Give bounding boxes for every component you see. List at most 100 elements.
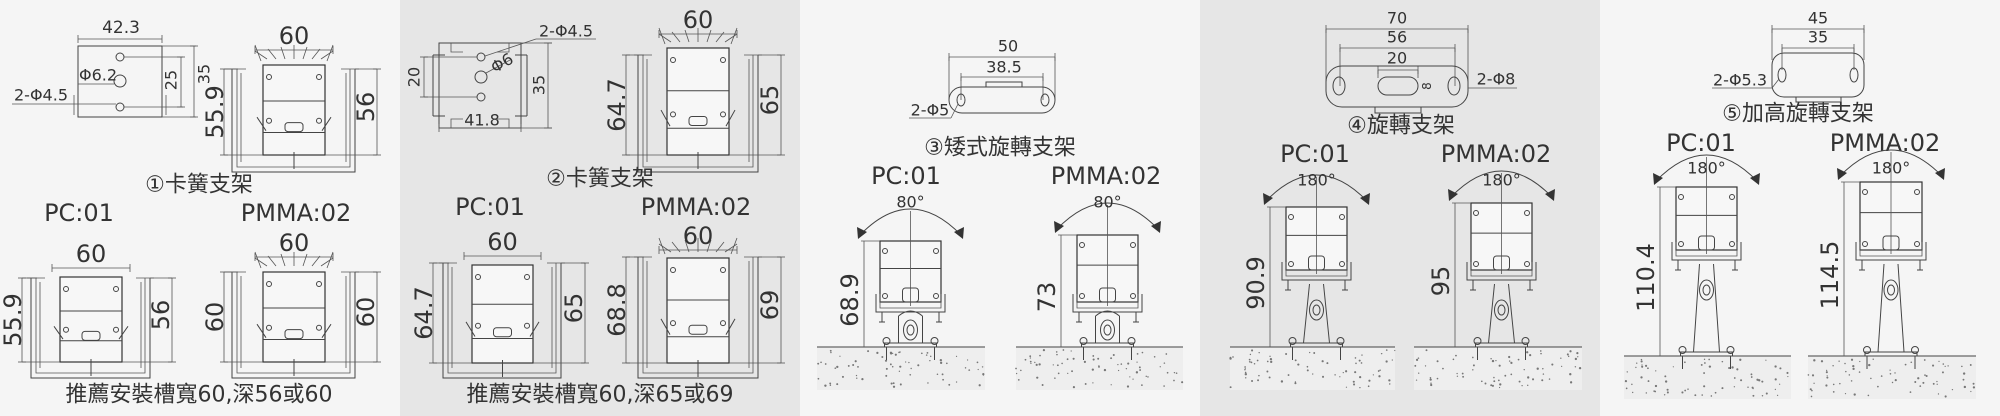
arrowhead-left-icon	[1837, 168, 1847, 180]
concrete-speckle	[1245, 377, 1247, 379]
concrete-speckle	[1647, 367, 1649, 370]
device-body	[262, 64, 326, 156]
concrete-speckle	[1266, 360, 1269, 363]
concrete-speckle	[910, 367, 912, 370]
concrete-speckle	[1495, 359, 1497, 362]
concrete-speckle	[1576, 352, 1579, 355]
concrete-speckle	[1672, 366, 1674, 368]
concrete-speckle	[1244, 366, 1246, 368]
light-ray	[684, 29, 690, 43]
concrete-speckle	[824, 363, 827, 365]
screw-icon	[316, 281, 322, 287]
inner-spacing-label: 20	[405, 67, 424, 87]
concrete-speckle	[1436, 360, 1439, 363]
connector-icon	[1493, 255, 1510, 271]
concrete-speckle	[1253, 362, 1256, 365]
concrete-speckle	[1092, 382, 1094, 384]
leader-line	[950, 103, 959, 119]
concrete-speckle	[820, 361, 822, 364]
ground-concrete	[817, 347, 985, 390]
concrete-speckle	[1542, 373, 1545, 375]
concrete-speckle	[847, 365, 850, 367]
base-plate	[1290, 342, 1343, 348]
concrete-speckle	[1813, 382, 1815, 384]
connector-icon	[688, 115, 708, 126]
light-ray	[320, 50, 334, 60]
concrete-speckle	[1359, 386, 1361, 389]
screw-icon	[266, 117, 272, 124]
light-ray	[311, 48, 321, 60]
concrete-speckle	[1539, 350, 1542, 352]
mounting-bracket	[1466, 262, 1537, 281]
concrete-speckle	[855, 374, 858, 377]
concrete-speckle	[817, 377, 820, 380]
concrete-speckle	[1868, 363, 1871, 367]
concrete-speckle	[829, 382, 832, 385]
connector-icon	[688, 324, 708, 335]
concrete-speckle	[1566, 353, 1569, 356]
mount-hole-icon	[1332, 76, 1346, 96]
concrete-speckle	[1480, 380, 1483, 383]
concrete-speckle	[1139, 369, 1142, 371]
concrete-speckle	[1385, 349, 1388, 351]
concrete-speckle	[1932, 364, 1935, 367]
concrete-speckle	[929, 359, 931, 362]
pc-label: PC:01	[455, 193, 525, 221]
connector-icon	[284, 329, 304, 340]
concrete-speckle	[978, 384, 981, 387]
concrete-speckle	[1941, 371, 1944, 374]
concrete-speckle	[1042, 349, 1046, 352]
light-ray-edge	[254, 251, 334, 269]
mounting-bracket	[875, 294, 946, 313]
concrete-speckle	[1813, 359, 1816, 362]
concrete-speckle	[1701, 394, 1704, 396]
concrete-speckle	[1962, 378, 1965, 381]
concrete-speckle	[1117, 363, 1119, 366]
concrete-speckle	[1936, 383, 1938, 385]
concrete-speckle	[1251, 380, 1254, 383]
screw-icon	[524, 322, 530, 329]
concrete-speckle	[1249, 353, 1252, 356]
rotation-arc-icon	[859, 208, 962, 236]
concrete-speckle	[1163, 362, 1166, 364]
screw-icon	[1678, 194, 1684, 200]
connector-icon	[1882, 235, 1900, 251]
concrete-speckle	[1880, 375, 1883, 377]
plate-notch	[450, 43, 510, 128]
concrete-speckle	[1551, 363, 1554, 366]
concrete-speckle	[1625, 387, 1628, 390]
concrete-speckle	[829, 349, 832, 352]
concrete-speckle	[1532, 378, 1535, 381]
concrete-speckle	[1057, 372, 1060, 375]
concrete-speckle	[1832, 365, 1834, 367]
mounting-bracket-inner	[1285, 262, 1348, 277]
concrete-speckle	[1372, 374, 1374, 376]
concrete-speckle	[1877, 385, 1879, 388]
right-depth-label: 69	[756, 290, 784, 321]
mounting-channel	[442, 263, 562, 379]
left-depth-label: 55.9	[0, 293, 27, 346]
concrete-speckle	[1666, 391, 1669, 394]
device-body	[666, 257, 730, 364]
concrete-speckle	[1141, 351, 1144, 354]
concrete-speckle	[1917, 377, 1920, 380]
concrete-speckle	[1117, 369, 1120, 372]
section-title: ①卡簧支架	[145, 173, 253, 198]
concrete-speckle	[1313, 352, 1316, 354]
concrete-speckle	[1560, 357, 1562, 359]
concrete-speckle	[1098, 365, 1100, 368]
width-label: 60	[487, 228, 518, 256]
concrete-speckle	[1774, 378, 1777, 381]
concrete-speckle	[1309, 351, 1311, 354]
concrete-speckle	[1703, 358, 1706, 361]
concrete-speckle	[1163, 385, 1165, 387]
concrete-speckle	[1342, 371, 1344, 374]
outer-label: 50	[998, 37, 1018, 56]
concrete-speckle	[1578, 366, 1582, 370]
concrete-speckle	[977, 368, 979, 371]
concrete-speckle	[1752, 387, 1754, 390]
concrete-speckle	[1664, 380, 1668, 383]
concrete-speckle	[1038, 363, 1041, 366]
concrete-speckle	[1345, 386, 1348, 388]
concrete-speckle	[1071, 370, 1073, 373]
